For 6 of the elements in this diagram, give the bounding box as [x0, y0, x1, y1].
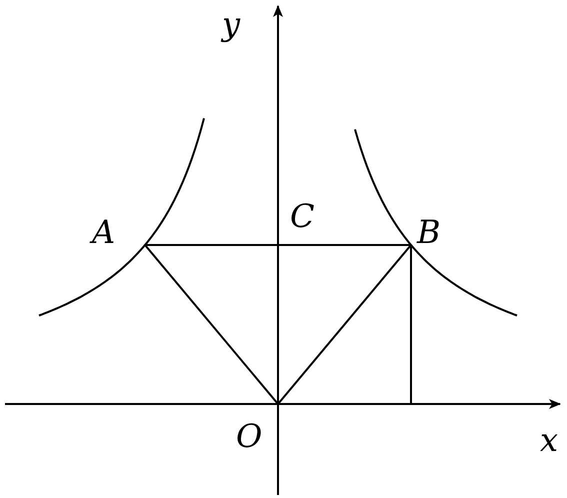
point-label: C: [290, 200, 314, 232]
point-label: O: [236, 420, 262, 452]
point-label: A: [92, 216, 116, 248]
point-label: B: [417, 216, 441, 248]
axis-label: y: [222, 8, 240, 40]
axis-label: x: [540, 424, 558, 456]
